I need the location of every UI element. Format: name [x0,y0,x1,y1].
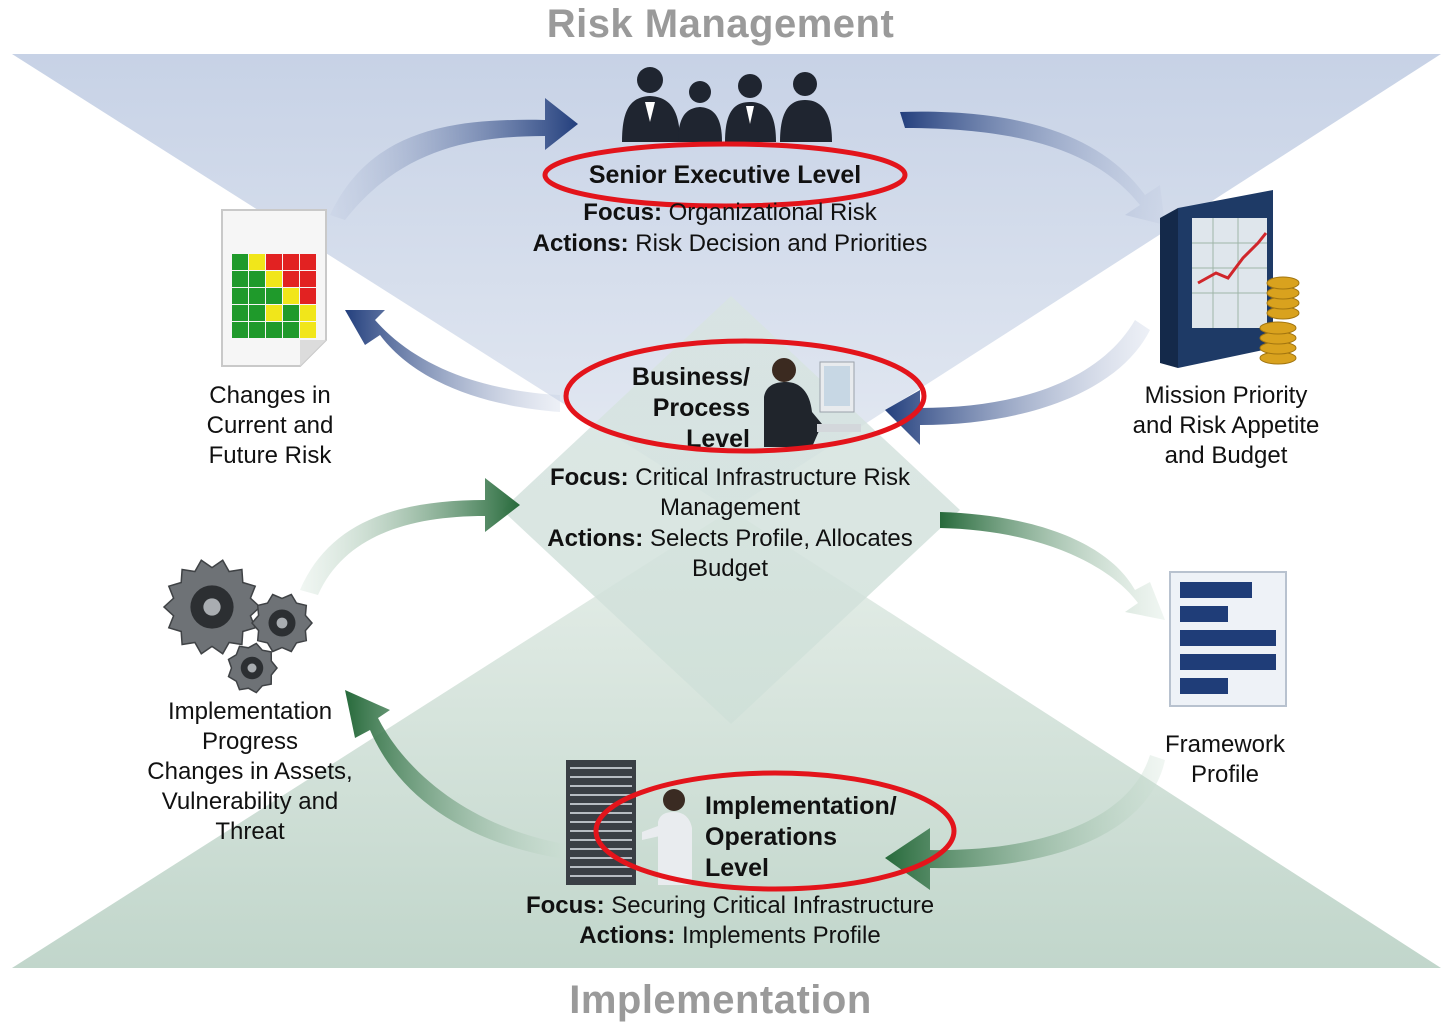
impl-progress-line-1: Implementation [167,698,333,725]
heatmap-cell [232,254,248,270]
heatmap-cell [300,254,316,270]
heatmap-cell [266,254,282,270]
implementation-progress-label: Implementation Progress Changes in Asset… [120,697,380,847]
heatmap-cell [232,271,248,287]
heatmap-cell [266,271,282,287]
heatmap-cell [266,322,282,338]
impl-level-line-3: Level [705,854,769,882]
changes-risk-label: Changes in Current and Future Risk [170,381,370,471]
heatmap-cell [283,288,299,304]
mission-priority-label: Mission Priority and Risk Appetite and B… [1110,381,1342,471]
heatmap-cell [249,254,265,270]
heatmap-cell [249,288,265,304]
business-person-computer-icon [764,358,861,447]
heatmap-cell [300,322,316,338]
mission-line-2: and Risk Appetite [1132,412,1320,439]
business-highlight-ellipse [563,338,927,454]
business-focus-label: Focus: [549,464,629,491]
heatmap-cell [249,271,265,287]
senior-executive-level-label: Senior Executive Level [588,161,862,189]
arrow-to-implementation [885,755,1165,890]
business-focus-value-1: Critical Infrastructure Risk [635,464,911,491]
budget-binder-icon [1160,190,1300,368]
senior-actions-value: Risk Decision and Priorities [635,230,928,257]
impl-progress-line-3: Changes in Assets, [147,758,353,785]
heatmap-cell [266,305,282,321]
changes-risk-line-2: Current and [206,412,334,439]
heatmap-cell [249,322,265,338]
server-technician-icon [566,760,692,885]
business-actions-line: Actions: Selects Profile, Allocates [470,524,990,554]
arrow-to-binder [900,111,1165,225]
impl-progress-line-4: Vulnerability and [161,788,339,815]
senior-highlight-ellipse [542,141,908,209]
heatmap-cell [300,288,316,304]
business-focus-value-2: Management [659,494,801,521]
arrow-to-heatmap [345,310,560,412]
heatmap-cell [300,305,316,321]
gear-axle [247,663,257,673]
implementation-actions-label: Actions: [579,922,676,949]
heatmap-cell [283,254,299,270]
arrow-to-business-from-gears [300,478,520,595]
implementation-highlight-ellipse [593,770,957,892]
heatmap-cell [283,305,299,321]
impl-progress-line-5: Threat [215,818,285,845]
business-level-line-1: Business/ [631,363,750,391]
business-actions-value-2: Budget [691,555,769,582]
business-focus-line: Focus: Critical Infrastructure Risk [470,463,990,493]
heatmap-cell [266,288,282,304]
mission-line-3: and Budget [1164,442,1288,469]
arrow-to-senior [330,98,578,220]
changes-risk-line-3: Future Risk [208,442,332,469]
implementation-focus-value: Securing Critical Infrastructure [611,892,935,919]
senior-focus-label: Focus: [583,199,662,226]
implementation-level-label: Implementation/ Operations Level [705,791,935,884]
senior-focus-value: Organizational Risk [668,199,877,226]
implementation-actions-value: Implements Profile [681,922,881,949]
implementation-focus-label: Focus: [525,892,605,919]
business-level-label: Business/ Process Level [600,362,750,455]
framework-profile-label: Framework Profile [1120,730,1330,790]
gears-icon [162,559,313,694]
executives-group-icon [622,67,832,142]
gear-axle [203,598,221,616]
senior-actions-line: Actions: Risk Decision and Priorities [470,229,990,259]
heatmap-cell [283,322,299,338]
framework-profile-document-icon [1169,571,1287,707]
framework-line-2: Profile [1190,761,1260,788]
changes-risk-line-1: Changes in [209,382,331,409]
business-level-line-2: Process [652,394,750,422]
implementation-focus-line: Focus: Securing Critical Infrastructure [430,891,1030,921]
business-actions-label: Actions: [547,525,644,552]
bottom-triangle [12,510,1441,968]
senior-focus-line: Focus: Organizational Risk [470,198,990,228]
arrow-to-business [885,320,1150,445]
mission-line-1: Mission Priority [1144,382,1308,409]
risk-heatmap-document-icon [221,209,327,367]
heatmap-cell [283,271,299,287]
implementation-actions-line: Actions: Implements Profile [430,921,1030,951]
implementation-title: Implementation [569,978,872,1022]
heatmap-cell [232,288,248,304]
heatmap-cell [300,271,316,287]
heatmap-cell [232,305,248,321]
heatmap-cell [232,322,248,338]
business-actions-value-1: Selects Profile, Allocates [649,525,913,552]
framework-line-1: Framework [1164,731,1285,758]
impl-progress-line-2: Progress [201,728,299,755]
senior-actions-label: Actions: [532,230,629,257]
impl-level-line-1: Implementation/ [705,792,897,820]
arrow-to-gears [345,690,570,860]
impl-level-line-2: Operations [705,823,837,851]
arrow-to-framework [940,512,1165,620]
gear-axle [276,617,288,629]
risk-management-title: Risk Management [546,2,895,46]
heatmap-cell [249,305,265,321]
